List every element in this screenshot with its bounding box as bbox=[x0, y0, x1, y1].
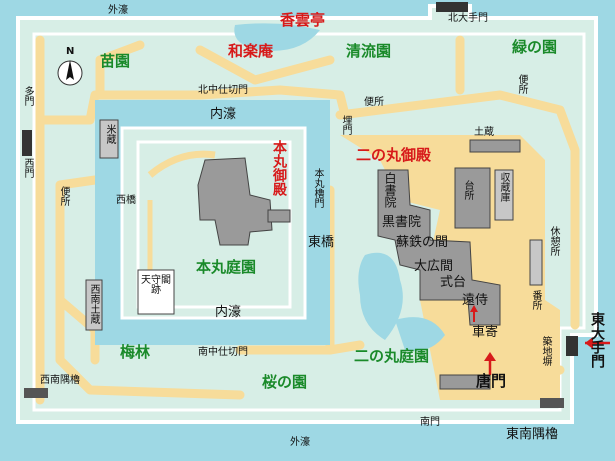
honmaru-goten-label: 本丸御殿 bbox=[271, 140, 287, 196]
shikidai-label: 式台 bbox=[440, 275, 467, 290]
honmaru-yaguramon-label: 本丸櫓門 bbox=[312, 168, 323, 208]
kome-gura-label: 米蔵 bbox=[104, 124, 115, 144]
ohiroma-label: 大広間 bbox=[414, 259, 454, 274]
chikujibei-label: 築地塀 bbox=[540, 336, 551, 366]
nishinan-dogura-label: 西南土蔵 bbox=[88, 284, 99, 324]
ninomaru-pond bbox=[358, 252, 403, 340]
nishimon-label: 西門 bbox=[22, 158, 33, 178]
dogura-label: 土蔵 bbox=[474, 127, 494, 138]
daidokoro-label: 台所 bbox=[462, 180, 473, 200]
tonan-sumi-yagura-label: 東南隅櫓 bbox=[506, 427, 559, 442]
kome-gura bbox=[99, 119, 119, 159]
kuroshoin-label: 黒書院 bbox=[382, 215, 422, 230]
shuzo-gura-label: 収蔵庫 bbox=[498, 172, 509, 202]
naeen-label: 苗園 bbox=[100, 52, 131, 70]
north-gate-post bbox=[436, 2, 468, 12]
seiryuen-pond bbox=[234, 23, 320, 51]
east-gate-post bbox=[566, 336, 578, 356]
outer-moat-label-bottom: 外濠 bbox=[290, 437, 310, 448]
kuromon-label: 埋門 bbox=[340, 115, 351, 135]
kurumayose-label: 車寄 bbox=[472, 325, 499, 340]
compass-north-label: N bbox=[66, 46, 75, 57]
tenshu-ruins bbox=[137, 269, 175, 315]
seiryuen-label: 清流園 bbox=[346, 42, 392, 60]
west-gate-post bbox=[22, 130, 32, 156]
bairin-label: 梅林 bbox=[120, 343, 151, 361]
sakura-label: 桜の園 bbox=[262, 373, 308, 391]
tamon-label: 多門 bbox=[22, 86, 33, 106]
shiroshoin-label: 白書院 bbox=[383, 172, 397, 208]
nishinan-dogura bbox=[85, 279, 103, 331]
kounkei-label: 香雲亭 bbox=[280, 11, 326, 29]
warakuan-label: 和楽庵 bbox=[228, 42, 274, 60]
sotetsu-label: 蘇鉄の間 bbox=[396, 235, 449, 250]
honmaru-teien-label: 本丸庭園 bbox=[196, 258, 257, 276]
honmaru-inner-wall bbox=[136, 140, 292, 309]
midori-label: 緑の園 bbox=[512, 38, 558, 56]
higashibashi-label: 東橋 bbox=[308, 235, 335, 250]
kitanaka-sekimon-label: 北中仕切門 bbox=[198, 85, 248, 96]
karamon-label: 唐門 bbox=[476, 372, 507, 390]
higashi-otemon-label: 東大手門 bbox=[589, 312, 605, 368]
kyukei-label: 休憩所 bbox=[548, 226, 559, 256]
nishibashi-label: 西橋 bbox=[116, 195, 136, 206]
benjo-n-label: 便所 bbox=[364, 97, 384, 108]
karamon-building bbox=[439, 374, 491, 390]
benjo-ne-label: 便所 bbox=[516, 74, 527, 94]
bansho-label: 番所 bbox=[530, 290, 541, 310]
minaminaka-sekimon-label: 南中仕切門 bbox=[198, 347, 248, 358]
tozamurai-label: 遠侍 bbox=[462, 293, 489, 308]
inner-moat-label-bottom: 内濠 bbox=[215, 305, 242, 320]
outer-moat-label-top: 外濠 bbox=[108, 5, 128, 16]
roads bbox=[35, 35, 580, 405]
ninomaru-teien-label: 二の丸庭園 bbox=[354, 347, 430, 365]
ninomaru-goten bbox=[377, 169, 501, 326]
tenshu-label: 天守閣跡 bbox=[141, 275, 171, 296]
honmaru-goten bbox=[197, 157, 273, 246]
compass-icon bbox=[57, 60, 83, 86]
inner-moat-label-top: 内濠 bbox=[210, 107, 237, 122]
ninomaru-goten-label: 二の丸御殿 bbox=[356, 146, 432, 164]
seinan-sumi-yagura-label: 西南隅櫓 bbox=[40, 375, 80, 386]
kita-otemon-label: 北大手門 bbox=[448, 13, 488, 24]
benjo-w-label: 便所 bbox=[58, 186, 69, 206]
minamimon-label: 南門 bbox=[420, 417, 440, 428]
